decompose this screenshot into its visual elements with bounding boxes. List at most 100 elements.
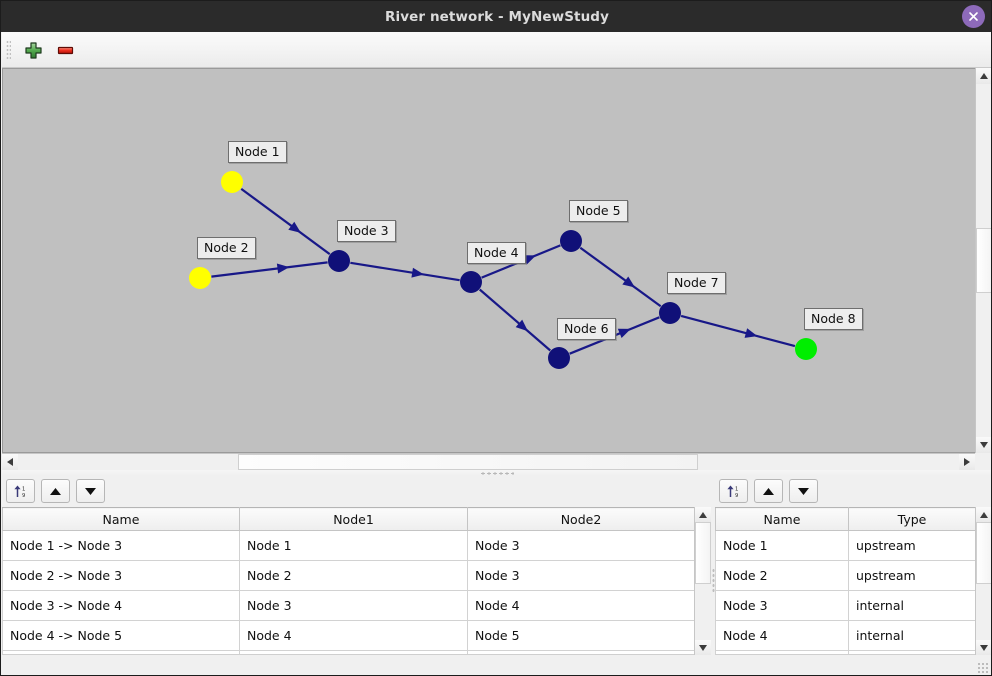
- graph-node-node7[interactable]: [659, 302, 681, 324]
- table-cell[interactable]: Node 1 -> Node 3: [2, 530, 240, 561]
- reaches-move-down-button[interactable]: [76, 479, 105, 503]
- node-label-node8[interactable]: Node 8: [804, 308, 863, 330]
- table-cell[interactable]: internal: [848, 620, 975, 651]
- table-cell[interactable]: Node 5: [467, 620, 694, 651]
- reaches-table-row[interactable]: [2, 650, 694, 654]
- network-diagram-canvas[interactable]: Node 1 Node 2 Node 3 Node 4 Node 5 Node 6 Node…: [2, 68, 991, 453]
- edge-Node5-to-Node7[interactable]: [579, 246, 662, 308]
- reaches-scroll-down-button[interactable]: [695, 640, 711, 655]
- canvas-horizontal-scrollbar[interactable]: [2, 453, 975, 470]
- table-cell[interactable]: Node 3: [715, 590, 849, 621]
- scroll-up-button[interactable]: [976, 68, 991, 84]
- column-header-name[interactable]: Name: [715, 507, 849, 531]
- table-cell[interactable]: upstream: [848, 560, 975, 591]
- edge-Node7-to-Node8[interactable]: [680, 314, 796, 348]
- node-label-node1[interactable]: Node 1: [228, 141, 287, 163]
- toolbar-grip[interactable]: [6, 40, 11, 60]
- scroll-right-button[interactable]: [959, 454, 975, 470]
- pane-splitter-horizontal[interactable]: [2, 470, 991, 477]
- node-label-node4[interactable]: Node 4: [467, 242, 526, 264]
- close-button[interactable]: [962, 5, 985, 28]
- nodes-move-up-button[interactable]: [754, 479, 783, 503]
- column-header-node2[interactable]: Node2: [467, 507, 694, 531]
- nodes-vscroll-thumb[interactable]: [976, 522, 991, 584]
- table-cell[interactable]: Node 4: [467, 590, 694, 621]
- edge-Node4-to-Node6[interactable]: [478, 288, 552, 352]
- graph-node-node3[interactable]: [328, 250, 350, 272]
- table-cell[interactable]: [2, 650, 240, 654]
- edge-arrow-icon: [515, 319, 529, 332]
- table-cell[interactable]: upstream: [848, 530, 975, 561]
- graph-node-node8[interactable]: [795, 338, 817, 360]
- canvas-vertical-scrollbar[interactable]: [975, 68, 991, 453]
- graph-node-node5[interactable]: [560, 230, 582, 252]
- chevron-left-icon: [7, 458, 13, 466]
- table-cell[interactable]: Node 3: [467, 530, 694, 561]
- nodes-sort-button[interactable]: 1 9: [719, 479, 748, 503]
- table-cell[interactable]: internal: [848, 590, 975, 621]
- column-header-type[interactable]: Type: [848, 507, 975, 531]
- table-cell[interactable]: Node 2: [239, 560, 468, 591]
- table-cell[interactable]: Node 1: [715, 530, 849, 561]
- column-header-name[interactable]: Name: [2, 507, 240, 531]
- table-cell[interactable]: Node 4: [239, 620, 468, 651]
- table-cell[interactable]: [467, 650, 694, 654]
- node-label-node5[interactable]: Node 5: [569, 200, 628, 222]
- node-label-node2[interactable]: Node 2: [197, 237, 256, 259]
- graph-node-node1[interactable]: [221, 171, 243, 193]
- add-node-button[interactable]: [20, 38, 46, 62]
- pane-splitter-vertical[interactable]: [711, 507, 716, 655]
- reaches-vscroll-thumb[interactable]: [695, 522, 711, 584]
- canvas-hscroll-thumb[interactable]: [238, 454, 698, 470]
- nodes-scroll-up-button[interactable]: [976, 507, 991, 522]
- table-cell[interactable]: Node 2 -> Node 3: [2, 560, 240, 591]
- nodes-table-row[interactable]: [715, 650, 975, 654]
- node-label-node3[interactable]: Node 3: [337, 220, 396, 242]
- reaches-move-up-button[interactable]: [41, 479, 70, 503]
- nodes-move-down-button[interactable]: [789, 479, 818, 503]
- reaches-sort-button[interactable]: 1 9: [6, 479, 35, 503]
- close-icon: [969, 12, 978, 21]
- table-cell[interactable]: [239, 650, 468, 654]
- reaches-scroll-up-button[interactable]: [695, 507, 711, 522]
- table-cell[interactable]: Node 4 -> Node 5: [2, 620, 240, 651]
- scroll-left-button[interactable]: [2, 454, 18, 470]
- table-cell[interactable]: [848, 650, 975, 654]
- nodes-scroll-down-button[interactable]: [976, 640, 991, 655]
- table-cell[interactable]: Node 3: [467, 560, 694, 591]
- edge-Node2-to-Node3[interactable]: [211, 261, 328, 278]
- table-cell[interactable]: Node 3: [239, 590, 468, 621]
- remove-node-button[interactable]: [52, 38, 78, 62]
- table-cell[interactable]: Node 2: [715, 560, 849, 591]
- table-cell[interactable]: Node 4: [715, 620, 849, 651]
- scroll-down-button[interactable]: [976, 437, 991, 453]
- node-label-node6[interactable]: Node 6: [557, 318, 616, 340]
- column-header-node1[interactable]: Node1: [239, 507, 468, 531]
- graph-node-node4[interactable]: [460, 271, 482, 293]
- window-resize-grip[interactable]: [977, 662, 989, 674]
- table-cell[interactable]: Node 3 -> Node 4: [2, 590, 240, 621]
- node-label-node7[interactable]: Node 7: [667, 272, 726, 294]
- table-cell[interactable]: Node 1: [239, 530, 468, 561]
- graph-node-node6[interactable]: [548, 347, 570, 369]
- table-cell[interactable]: [715, 650, 849, 654]
- edge-Node3-to-Node4[interactable]: [350, 261, 460, 282]
- graph-node-node2[interactable]: [189, 267, 211, 289]
- canvas-vscroll-thumb[interactable]: [976, 228, 991, 293]
- edge-Node1-to-Node3[interactable]: [240, 187, 331, 256]
- nodes-vertical-scrollbar[interactable]: [975, 507, 991, 655]
- reaches-vertical-scrollbar[interactable]: [694, 507, 711, 655]
- nodes-toolbar: 1 9: [715, 475, 818, 507]
